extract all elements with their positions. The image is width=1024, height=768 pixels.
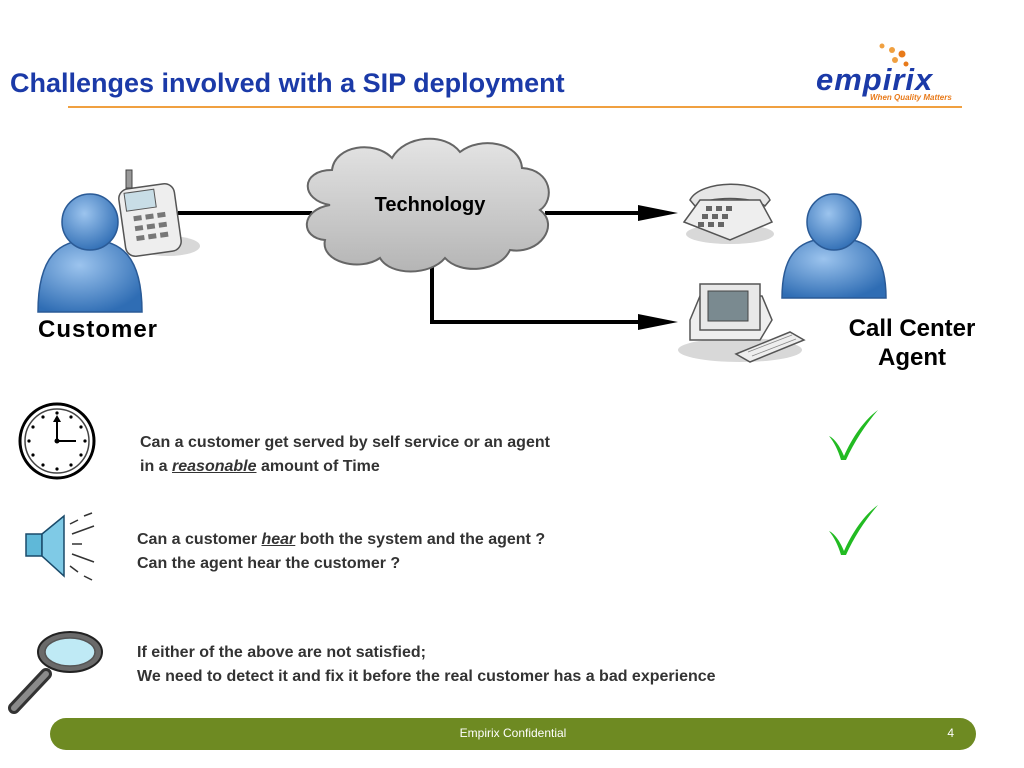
technology-label: Technology	[374, 194, 486, 216]
question-time-line1: Can a customer get served by self servic…	[140, 434, 550, 451]
question-audio-line2: Can the agent hear the customer ?	[137, 555, 401, 572]
technology-cloud-icon	[305, 137, 550, 273]
question-audio-prefix: Can a customer	[137, 531, 262, 548]
slide-title: Challenges involved with a SIP deploymen…	[10, 68, 565, 98]
agent-person-icon	[781, 193, 887, 299]
agent-label-line1: Call Center	[848, 315, 976, 342]
clock-icon	[18, 402, 96, 480]
empirix-logo: empirix When Quality Matters	[812, 40, 972, 106]
logo-dots-icon	[879, 43, 909, 67]
emphasis-hear: hear	[261, 531, 296, 548]
desk-phone-icon	[682, 183, 774, 244]
customer-label: Customer	[38, 316, 159, 343]
speaker-icon	[25, 512, 95, 581]
connector-lines	[178, 205, 678, 330]
check-mark-icon	[829, 505, 878, 555]
check-mark-icon	[829, 410, 878, 460]
question-time-suffix: amount of Time	[256, 458, 380, 475]
question-time-line2: in a reasonable amount of Time	[140, 455, 550, 479]
mobile-phone-icon	[118, 169, 200, 258]
question-time: Can a customer get served by self servic…	[140, 431, 550, 479]
emphasis-reasonable: reasonable	[172, 458, 257, 475]
page-number: 4	[947, 726, 954, 740]
conclusion-text: If either of the above are not satisfied…	[137, 641, 716, 689]
computer-icon	[678, 283, 806, 363]
call-flow-diagram	[37, 137, 887, 363]
question-time-prefix: in a	[140, 458, 173, 475]
question-audio-suffix: both the system and the agent ?	[295, 531, 546, 548]
logo-word: empirix	[816, 62, 934, 97]
conclusion-line2: We need to detect it and fix it before t…	[137, 668, 716, 685]
magnifier-icon	[8, 631, 103, 714]
question-audio: Can a customer hear both the system and …	[137, 528, 545, 576]
customer-person-icon	[37, 193, 143, 313]
footer-confidential: Empirix Confidential	[459, 726, 567, 740]
question-audio-line1: Can a customer hear both the system and …	[137, 528, 545, 552]
title-divider	[68, 106, 962, 108]
footer-bar: Empirix Confidential 4	[50, 718, 976, 750]
conclusion-line1: If either of the above are not satisfied…	[137, 644, 426, 661]
agent-label: Call Center Agent	[812, 314, 1012, 372]
logo-tagline: When Quality Matters	[870, 93, 952, 102]
agent-label-line2: Agent	[878, 344, 946, 371]
